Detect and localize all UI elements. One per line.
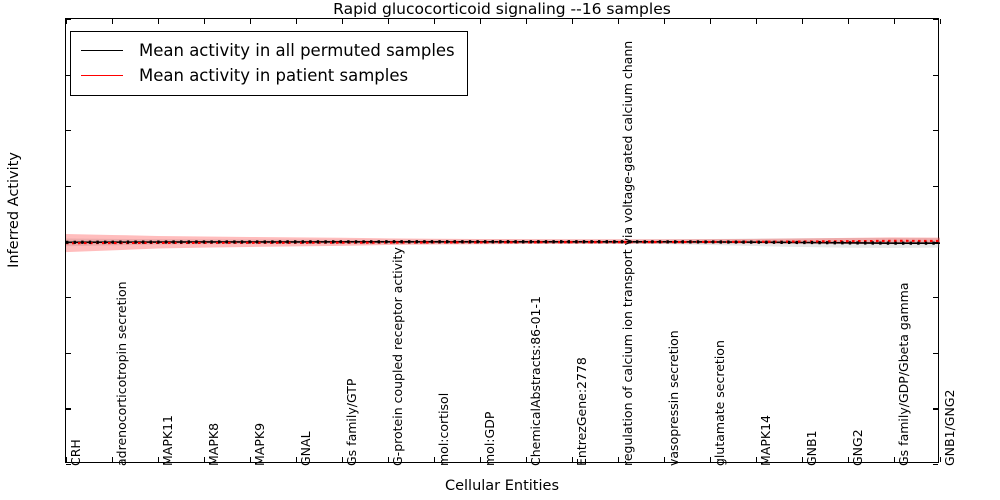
x-tick-mark [710,19,712,24]
x-tick-mark [204,457,206,462]
x-tick-label: mol:cortisol [436,392,451,466]
x-tick-mark [526,19,528,24]
y-tick-mark [933,241,938,243]
x-tick-label: MAPK11 [160,415,175,466]
x-tick-mark [112,457,114,462]
legend-label-permuted: Mean activity in all permuted samples [139,41,455,60]
y-tick-mark [66,185,71,188]
y-tick-mark [933,352,938,354]
x-tick-mark [664,19,666,24]
x-tick-mark [894,19,896,24]
x-tick-mark [158,457,160,462]
x-tick-mark [664,457,666,462]
x-tick-mark [480,457,482,462]
y-tick-mark [933,185,938,188]
legend-swatch-patient [81,75,123,76]
y-axis-label: Inferred Activity [6,152,22,268]
series-lines [66,239,940,245]
x-tick-label: adrenocorticotropin secretion [114,281,129,466]
y-tick-mark [66,464,71,466]
x-tick-label: GNB1 [804,430,819,466]
plot-area: Mean activity in all permuted samples Me… [65,18,942,466]
x-tick-mark [848,457,850,462]
x-tick-mark [434,457,436,462]
x-tick-label: MAPK14 [758,415,773,466]
x-tick-label: Gs family/GDP/Gbeta gamma [896,282,911,466]
y-tick-mark [933,19,938,21]
chart-title: Rapid glucocorticoid signaling --16 samp… [333,0,671,18]
x-tick-mark [940,457,942,462]
x-axis-label: Cellular Entities [444,478,560,494]
x-tick-mark [618,457,620,462]
x-tick-mark [342,19,344,24]
confidence-band-1 [66,233,940,253]
legend-item-patient: Mean activity in patient samples [81,63,455,88]
x-tick-mark [526,457,528,462]
x-tick-label: EntrezGene:2778 [574,357,589,466]
x-tick-mark [66,457,68,462]
y-tick-mark [66,408,71,410]
x-tick-mark [158,19,160,24]
y-tick-mark [66,352,71,354]
y-tick-mark [66,130,71,132]
y-tick-mark [933,297,938,299]
plot-canvas [66,233,940,253]
legend-item-permuted: Mean activity in all permuted samples [81,38,455,63]
x-tick-mark [296,19,298,24]
x-tick-label: GNB1/GNG2 [942,389,957,466]
x-tick-mark [940,19,942,24]
x-tick-label: MAPK8 [206,422,221,466]
x-tick-mark [388,19,390,24]
x-tick-mark [480,19,482,24]
x-tick-label: regulation of calcium ion transport via … [620,40,635,466]
legend-label-patient: Mean activity in patient samples [139,66,409,85]
y-tick-mark [66,74,71,76]
series-markers [66,240,940,245]
x-tick-label: Gs family/GTP [344,378,359,466]
x-tick-mark [572,19,574,24]
x-tick-label: ChemicalAbstracts:86-01-1 [528,296,543,466]
x-tick-mark [848,19,850,24]
x-tick-mark [296,457,298,462]
x-tick-mark [572,457,574,462]
y-tick-mark [933,130,938,132]
x-tick-label: MAPK9 [252,422,267,466]
x-tick-mark [66,19,68,24]
x-tick-label: glutamate secretion [712,340,727,466]
x-tick-mark [388,457,390,462]
x-tick-label: CRH [68,439,83,466]
x-tick-label: vasopressin secretion [666,330,681,466]
x-tick-mark [342,457,344,462]
x-tick-mark [250,19,252,24]
y-tick-mark [933,74,938,76]
x-tick-mark [756,19,758,24]
x-tick-mark [618,19,620,24]
y-tick-mark [66,19,71,21]
y-tick-mark [933,408,938,410]
x-tick-mark [434,19,436,24]
x-tick-mark [250,457,252,462]
x-tick-label: mol:GDP [482,411,497,466]
legend-swatch-permuted [81,50,123,51]
x-tick-mark [802,19,804,24]
y-tick-mark [933,464,938,466]
x-tick-mark [802,457,804,462]
x-tick-mark [894,457,896,462]
x-tick-mark [710,457,712,462]
chart-legend: Mean activity in all permuted samples Me… [70,31,468,96]
x-tick-label: GNAL [298,431,313,466]
x-tick-label: G-protein coupled receptor activity [390,247,405,466]
x-tick-mark [204,19,206,24]
x-tick-mark [112,19,114,24]
y-tick-mark [66,297,71,299]
y-tick-mark [66,241,71,243]
x-tick-mark [756,457,758,462]
x-tick-label: GNG2 [850,429,865,466]
